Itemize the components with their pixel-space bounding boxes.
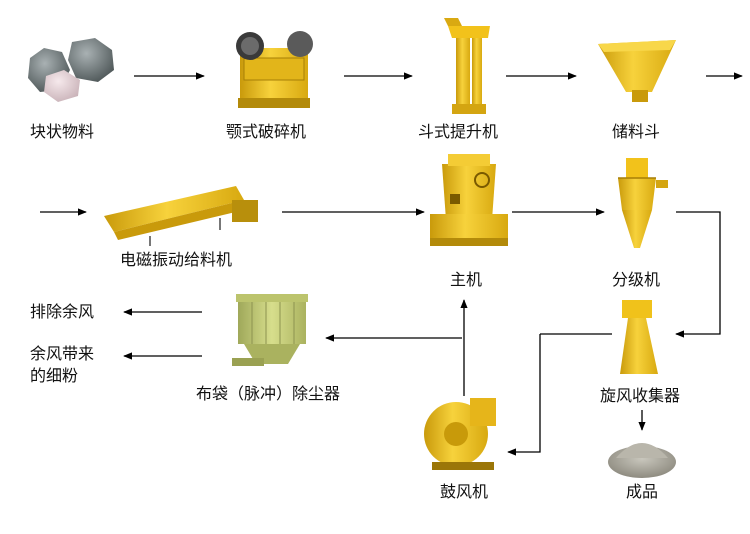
label-vibrating-feeder: 电磁振动给料机 — [120, 250, 233, 269]
blower-fan-icon — [424, 398, 496, 470]
bag-filter-dust-collector-icon — [232, 294, 308, 366]
label-bucket-elevator: 斗式提升机 — [418, 122, 499, 141]
jaw-crusher-icon — [236, 31, 313, 108]
arrow-classifier-to-cyclone — [675, 211, 721, 338]
label-residual-fines-1: 余风带来 — [30, 344, 95, 363]
label-blower: 鼓风机 — [440, 482, 489, 501]
storage-hopper-icon — [598, 40, 676, 102]
label-exhaust-air: 排除余风 — [30, 302, 95, 321]
label-classifier: 分级机 — [612, 270, 661, 289]
main-mill-icon — [430, 154, 508, 246]
bucket-elevator-icon — [444, 18, 490, 114]
raw-material-stones-icon — [28, 38, 114, 102]
label-residual-fines-2: 的细粉 — [30, 366, 79, 385]
finished-powder-icon — [608, 443, 676, 478]
label-main-mill: 主机 — [450, 270, 483, 289]
label-raw-material: 块状物料 — [30, 122, 95, 141]
label-product: 成品 — [626, 482, 659, 501]
cyclone-collector-icon — [620, 300, 658, 374]
label-storage-hopper: 储料斗 — [612, 122, 661, 141]
label-bag-filter: 布袋（脉冲）除尘器 — [196, 384, 341, 403]
classifier-icon — [618, 158, 668, 248]
label-jaw-crusher: 颚式破碎机 — [226, 122, 307, 141]
arrow-cyclone-to-blower — [507, 334, 541, 456]
vibrating-feeder-icon — [104, 186, 258, 246]
label-cyclone: 旋风收集器 — [600, 386, 681, 405]
